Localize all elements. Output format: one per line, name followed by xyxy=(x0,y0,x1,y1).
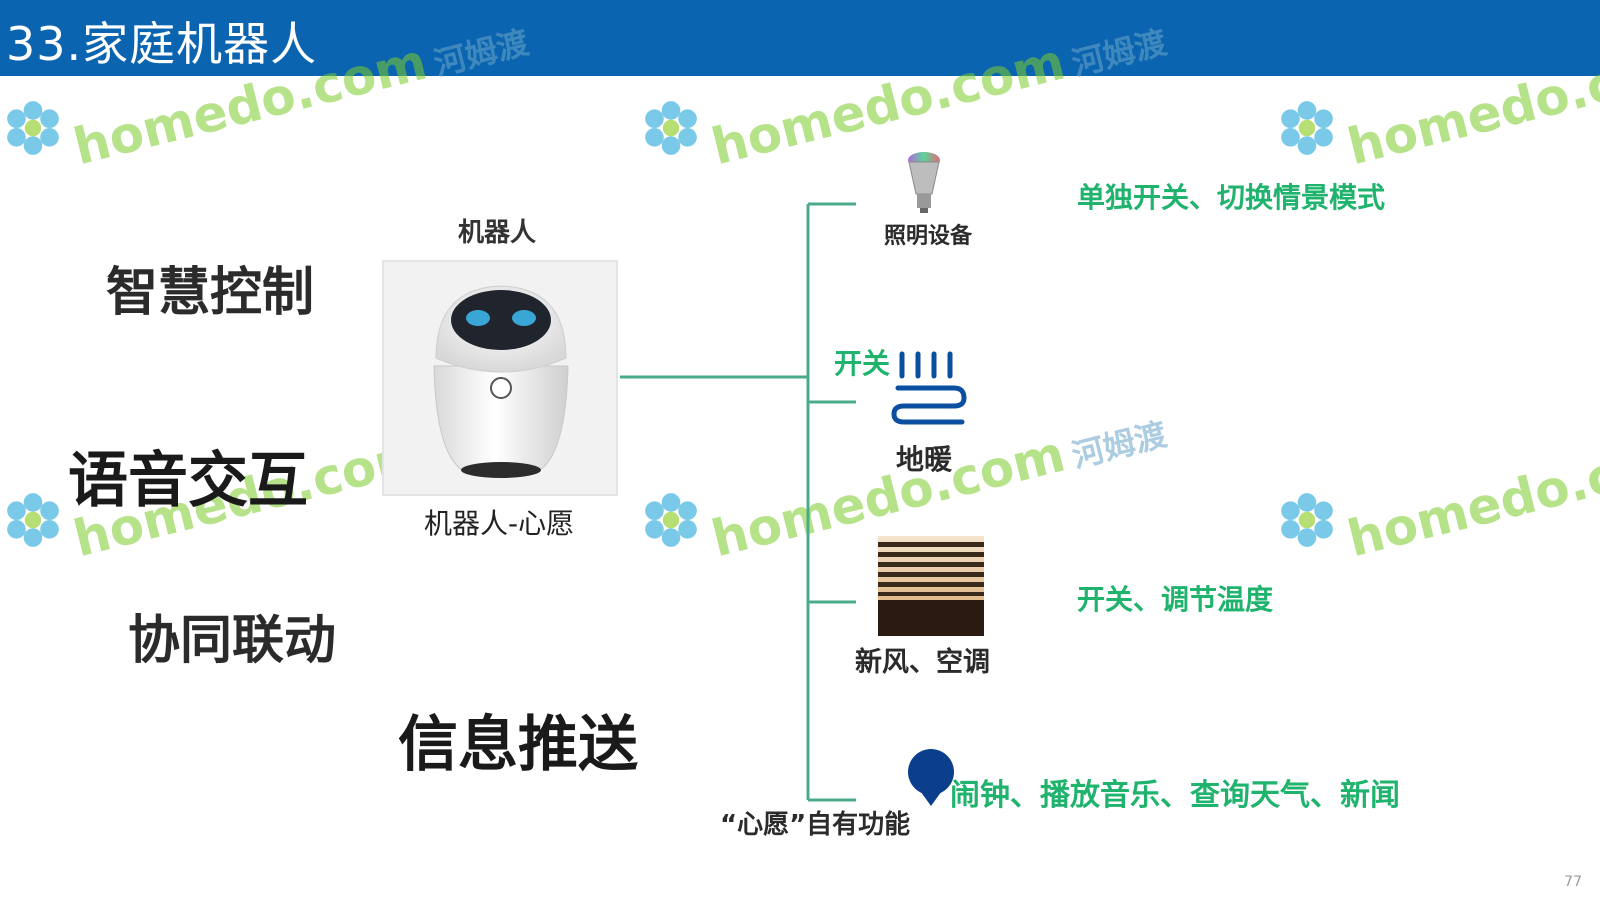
watermark-flower-icon xyxy=(1281,101,1333,155)
action-air: 开关、调节温度 xyxy=(1077,583,1274,616)
light-bulb-icon xyxy=(908,152,940,213)
robot-image-frame xyxy=(382,260,618,496)
watermark-text: homedo.com xyxy=(1342,424,1600,569)
feature-voice-interaction: 语音交互 xyxy=(68,446,308,516)
action-floor-heating: 开关 xyxy=(834,347,891,380)
watermark-flower-icon xyxy=(7,493,59,547)
watermark-flower-icon xyxy=(645,493,697,547)
robot-heading: 机器人 xyxy=(458,218,537,248)
location-pin-icon xyxy=(908,749,954,806)
robot-caption: 机器人-心愿 xyxy=(424,507,575,540)
action-lighting: 单独开关、切换情景模式 xyxy=(1077,181,1386,214)
header-bar xyxy=(0,0,1600,76)
action-own-functions: 闹钟、播放音乐、查询天气、新闻 xyxy=(950,778,1400,813)
watermark-flower-icon xyxy=(645,101,697,155)
device-label-floor-heating: 地暖 xyxy=(896,443,953,476)
feature-smart-control: 智慧控制 xyxy=(106,263,315,323)
feature-info-push: 信息推送 xyxy=(398,710,638,780)
device-label-own-functions: “心愿”自有功能 xyxy=(720,810,911,840)
feature-collaborative-linkage: 协同联动 xyxy=(128,611,337,671)
air-conditioner-icon xyxy=(878,536,984,636)
page-number: 77 xyxy=(1564,874,1582,890)
floor-heating-icon xyxy=(891,351,967,425)
device-label-air: 新风、空调 xyxy=(855,647,990,678)
watermark-flower-icon xyxy=(1281,493,1333,547)
watermark-flower-icon xyxy=(7,101,59,155)
slide-title: 33.家庭机器人 xyxy=(6,17,318,71)
device-label-lighting: 照明设备 xyxy=(884,224,973,249)
robot-image xyxy=(433,285,569,478)
